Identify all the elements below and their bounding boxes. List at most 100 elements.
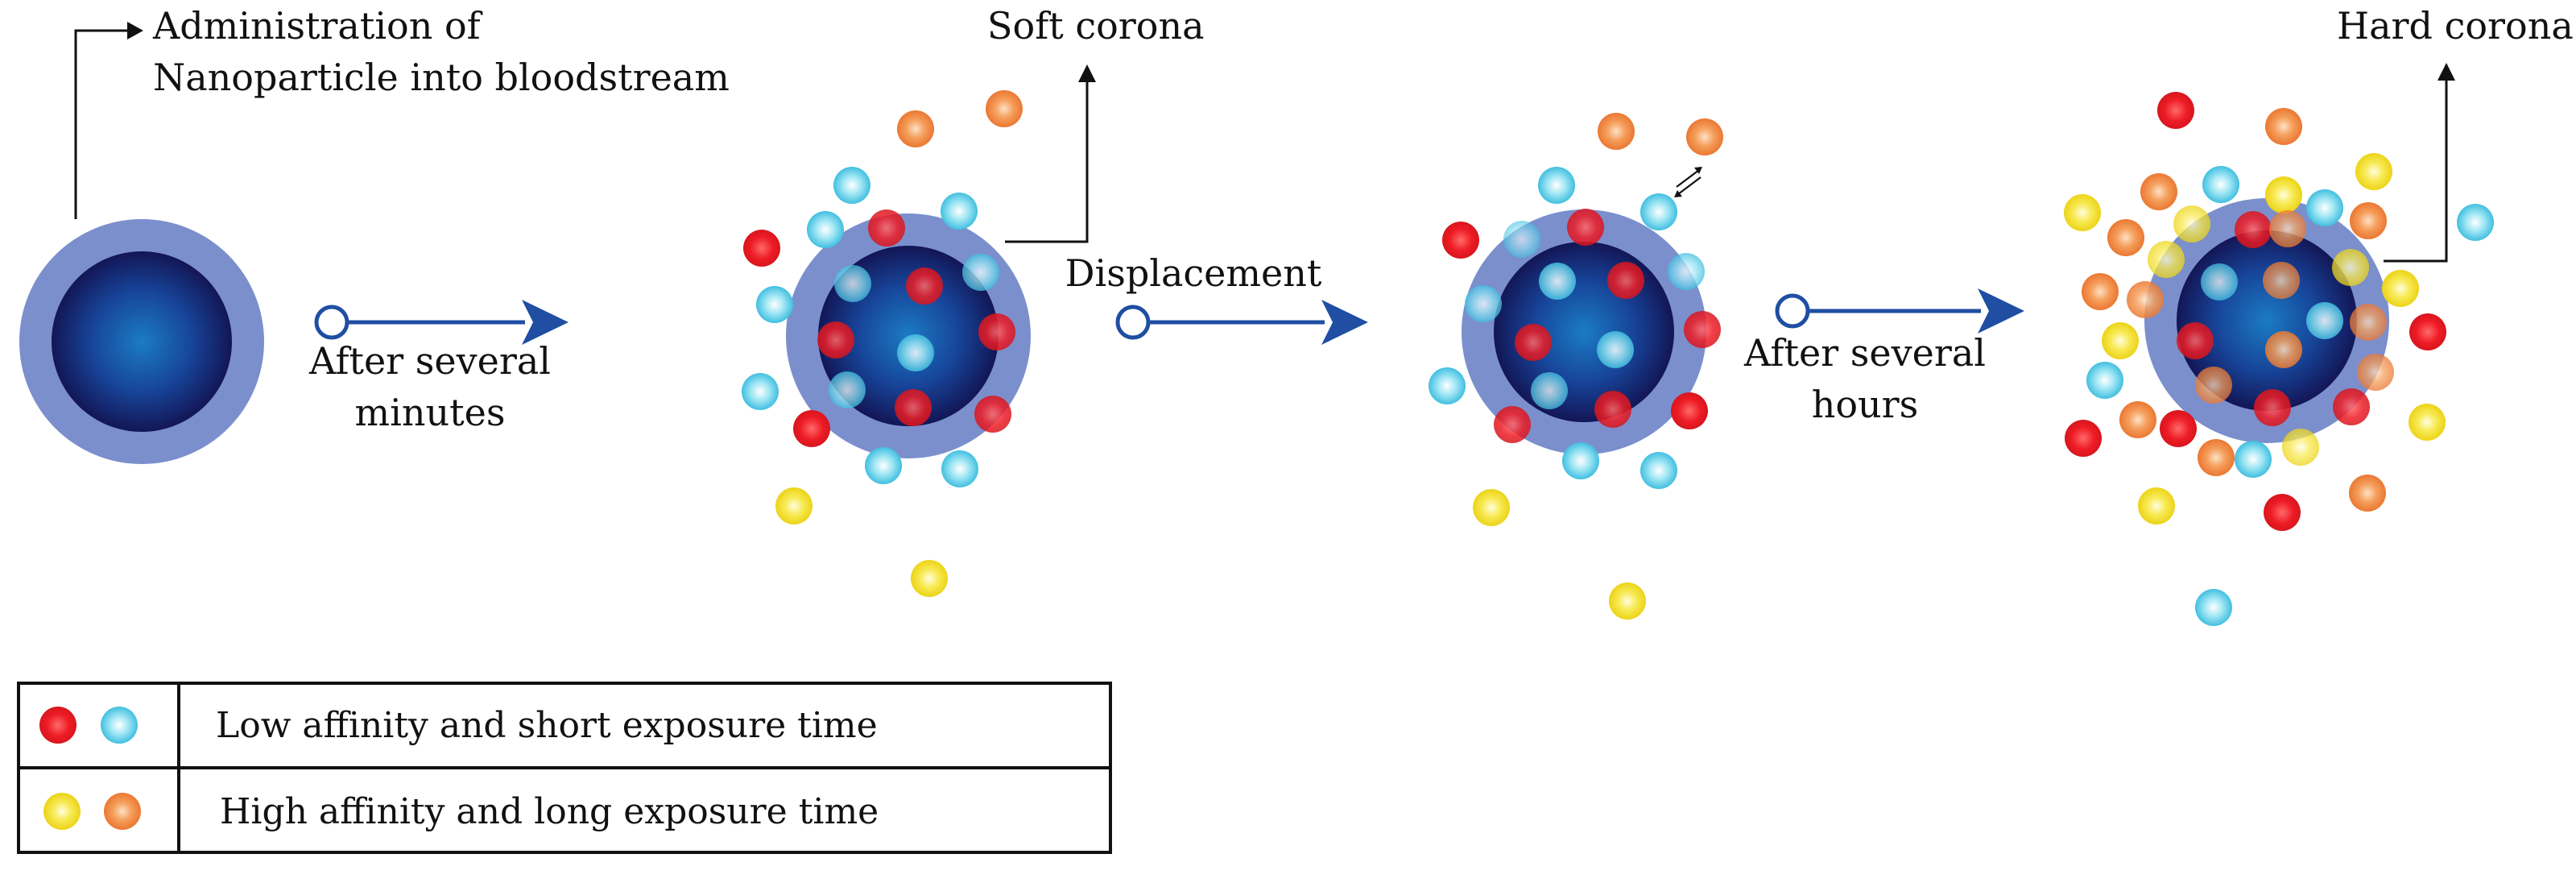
after-minutes-label-line2: minutes — [355, 391, 506, 434]
orange-protein-sphere — [2195, 367, 2232, 404]
yellow-protein-sphere — [911, 560, 948, 597]
yellow-protein-sphere — [775, 487, 812, 524]
legend-yellow-sphere — [43, 793, 81, 830]
yellow-protein-sphere — [1609, 582, 1646, 620]
orange-protein-sphere — [2265, 331, 2302, 368]
cyan-protein-sphere — [1668, 253, 1705, 290]
red-protein-sphere — [2235, 211, 2272, 248]
cyan-protein-sphere — [1640, 452, 1677, 489]
legend-cyan-sphere — [101, 707, 138, 744]
arrow-after-minutes — [314, 300, 569, 345]
red-protein-sphere — [1684, 311, 1721, 348]
red-protein-sphere — [1594, 391, 1631, 428]
orange-protein-sphere — [2082, 273, 2119, 310]
cyan-protein-sphere — [2306, 189, 2343, 226]
yellow-protein-sphere — [2355, 153, 2392, 190]
orange-protein-sphere — [2263, 262, 2300, 299]
yellow-protein-sphere — [2282, 429, 2319, 466]
red-protein-sphere — [2160, 410, 2197, 447]
legend-red-sphere — [39, 707, 76, 744]
cyan-protein-sphere — [1640, 193, 1677, 230]
cyan-protein-sphere — [742, 373, 779, 410]
cyan-protein-sphere — [962, 254, 999, 291]
administration-label-line1: Administration of — [152, 4, 483, 48]
cyan-protein-sphere — [833, 167, 870, 204]
yellow-protein-sphere — [2064, 194, 2101, 231]
yellow-protein-sphere — [1473, 489, 1510, 526]
red-protein-sphere — [895, 389, 932, 426]
after-minutes-label-line1: After several — [308, 339, 551, 383]
legend-row-low-affinity: Low affinity and short exposure time — [39, 705, 878, 746]
cyan-protein-sphere — [1538, 167, 1575, 204]
yellow-protein-sphere — [2382, 270, 2419, 307]
yellow-protein-sphere — [2409, 404, 2446, 441]
cyan-protein-sphere — [2201, 263, 2238, 301]
red-protein-sphere — [2409, 313, 2446, 350]
legend-row-high-affinity: High affinity and long exposure time — [43, 791, 879, 832]
orange-protein-sphere — [2107, 219, 2144, 256]
red-protein-sphere — [2264, 494, 2301, 531]
cyan-protein-sphere — [2235, 441, 2272, 478]
nanoparticle-bare — [19, 219, 264, 464]
cyan-protein-sphere — [2457, 204, 2494, 241]
red-protein-sphere — [906, 267, 943, 305]
cyan-protein-sphere — [1503, 221, 1540, 258]
red-protein-sphere — [743, 230, 780, 267]
yellow-protein-sphere — [2265, 176, 2302, 213]
yellow-protein-sphere — [2148, 241, 2185, 278]
exchange-arrows-icon — [1674, 167, 1702, 197]
orange-protein-sphere — [2269, 210, 2306, 247]
callout-administration — [74, 22, 143, 219]
red-protein-sphere — [978, 313, 1015, 350]
cyan-protein-sphere — [2195, 589, 2232, 626]
cyan-protein-sphere — [1465, 285, 1502, 322]
arrow-after-hours — [1775, 288, 2024, 334]
red-protein-sphere — [2254, 389, 2291, 426]
protein-spheres — [742, 90, 2494, 626]
red-protein-sphere — [868, 209, 905, 247]
orange-protein-sphere — [2265, 108, 2302, 145]
cyan-protein-sphere — [897, 334, 934, 371]
cyan-protein-sphere — [1539, 263, 1576, 300]
red-protein-sphere — [2065, 420, 2102, 457]
orange-protein-sphere — [897, 110, 934, 147]
cyan-protein-sphere — [834, 265, 871, 302]
orange-protein-sphere — [1686, 118, 1723, 155]
red-protein-sphere — [1607, 262, 1644, 299]
cyan-protein-sphere — [941, 193, 978, 230]
orange-protein-sphere — [2127, 281, 2164, 318]
red-protein-sphere — [1671, 392, 1708, 429]
orange-protein-sphere — [2350, 202, 2387, 239]
cyan-protein-sphere — [2202, 166, 2239, 203]
red-protein-sphere — [1442, 222, 1479, 259]
legend-row1-text: Low affinity and short exposure time — [216, 705, 878, 746]
red-protein-sphere — [974, 396, 1011, 433]
orange-protein-sphere — [2198, 439, 2235, 476]
cyan-protein-sphere — [756, 286, 793, 323]
hard-corona-label: Hard corona — [2337, 4, 2574, 48]
legend-orange-sphere — [104, 793, 141, 830]
orange-protein-sphere — [2357, 354, 2394, 391]
callout-soft-corona — [1005, 64, 1096, 243]
red-protein-sphere — [2177, 322, 2214, 359]
red-protein-sphere — [1515, 324, 1552, 361]
yellow-protein-sphere — [2332, 249, 2369, 286]
yellow-protein-sphere — [2138, 487, 2175, 524]
cyan-protein-sphere — [865, 447, 902, 484]
cyan-protein-sphere — [829, 371, 866, 408]
cyan-protein-sphere — [2086, 362, 2123, 399]
arrow-displacement — [1115, 300, 1368, 345]
orange-protein-sphere — [986, 90, 1023, 127]
yellow-protein-sphere — [2102, 322, 2139, 359]
red-protein-sphere — [1494, 406, 1531, 443]
cyan-protein-sphere — [1597, 331, 1634, 368]
yellow-protein-sphere — [2173, 205, 2210, 243]
orange-protein-sphere — [2350, 304, 2387, 341]
orange-protein-sphere — [2349, 475, 2386, 512]
orange-protein-sphere — [2140, 173, 2177, 210]
after-hours-label-line2: hours — [1812, 383, 1919, 426]
cyan-protein-sphere — [807, 211, 844, 248]
orange-protein-sphere — [2119, 401, 2156, 438]
cyan-protein-sphere — [1429, 367, 1466, 404]
